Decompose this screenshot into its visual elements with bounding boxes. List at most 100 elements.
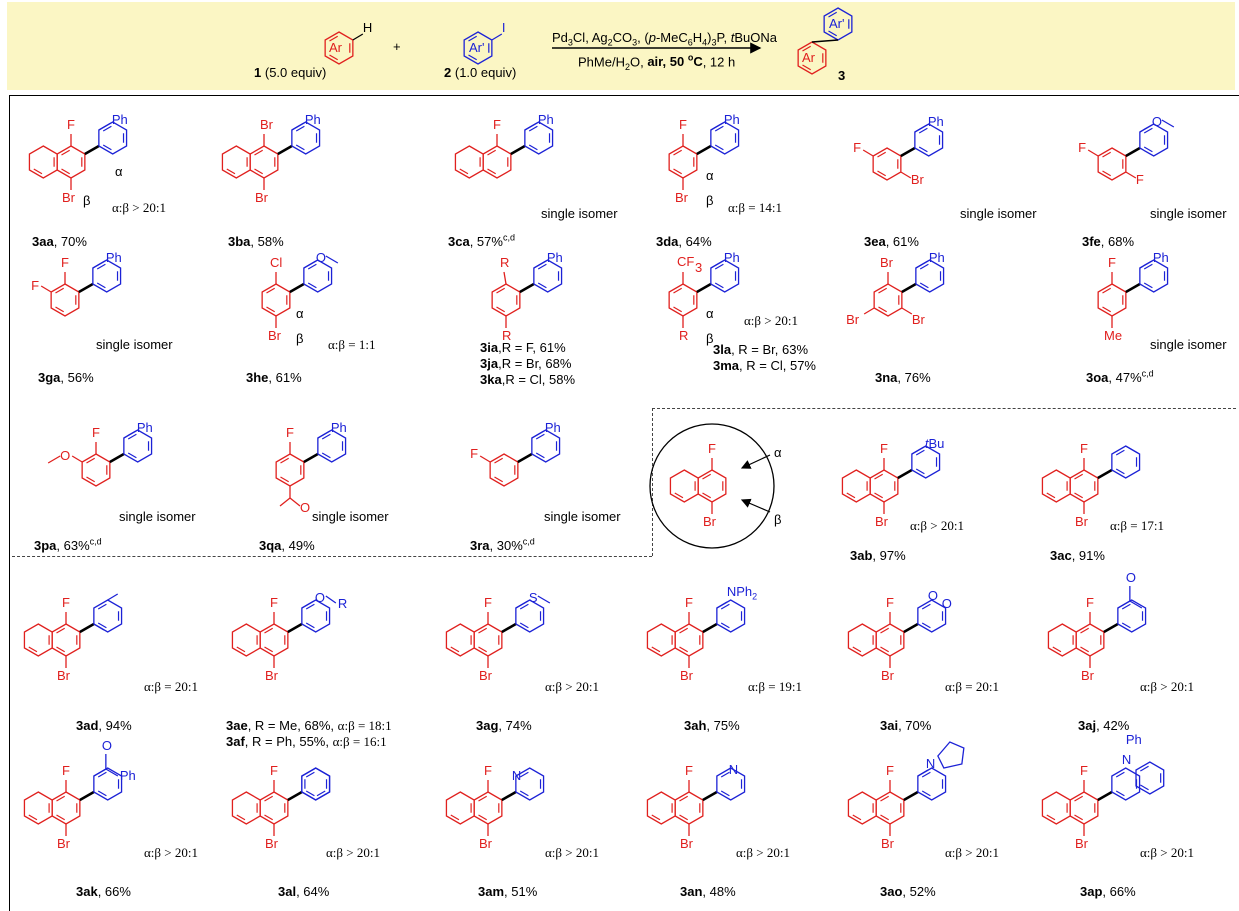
ring [51, 623, 81, 657]
bond [352, 33, 364, 41]
ring [1075, 623, 1105, 657]
label-3ag: 3ag, 74% [476, 718, 532, 733]
ring [93, 767, 123, 801]
bond [915, 260, 929, 269]
bond [56, 646, 66, 653]
substituent: F [1078, 140, 1087, 155]
bond [918, 146, 928, 153]
bond [450, 814, 460, 821]
substituent: F [1135, 172, 1144, 187]
bond [921, 771, 931, 778]
bond [1143, 263, 1153, 270]
ratio-3ac: α:β = 17:1 [1110, 518, 1164, 533]
bond [47, 455, 61, 464]
bond [1097, 468, 1113, 480]
substituent-bottom: Br [265, 836, 278, 851]
ring [911, 445, 941, 479]
bond [97, 603, 107, 610]
bond [802, 64, 812, 71]
note-3oa: single isomer [1150, 337, 1227, 352]
product-label: 3 [838, 68, 846, 83]
bond [710, 260, 724, 269]
bond [321, 433, 331, 440]
ring [301, 767, 331, 801]
bond [92, 260, 106, 269]
beta-label: β [83, 193, 91, 208]
ring [674, 623, 704, 657]
bond [524, 122, 538, 131]
bond [496, 287, 506, 294]
bond [1102, 306, 1112, 313]
bond [102, 144, 112, 151]
bond [28, 646, 38, 653]
substituent-bottom: Br [703, 514, 716, 529]
substituent-top: F [1086, 595, 1094, 610]
bond [264, 646, 274, 653]
ring [1069, 791, 1099, 825]
reaction-header [7, 2, 1235, 90]
bond [901, 282, 917, 294]
ratio-3al: α:β > 20:1 [326, 845, 380, 860]
bond [295, 125, 305, 132]
ring [445, 791, 475, 825]
bond [71, 455, 83, 463]
bond [491, 33, 503, 41]
label-3ja: 3ja,R = Br, 68% [480, 356, 572, 371]
bond [1129, 600, 1143, 609]
substituent-top: F [493, 117, 501, 132]
label-3ao: 3ao, 52% [880, 884, 936, 899]
ring [915, 259, 945, 293]
ring [937, 741, 965, 769]
ring [875, 791, 905, 825]
bond [93, 623, 105, 631]
substituent-bottom: Br [1081, 668, 1094, 683]
ratio-3ag: α:β > 20:1 [545, 679, 599, 694]
bond [679, 814, 689, 821]
label-3ap: 3ap, 66% [1080, 884, 1136, 899]
bond [450, 646, 460, 653]
bond [1102, 151, 1112, 158]
bond [86, 457, 96, 464]
ratio-3ad: α:β = 20:1 [144, 679, 198, 694]
divider-row3-right [652, 408, 1236, 409]
label-3qa: 3qa, 49% [259, 538, 315, 553]
alpha-label: α [706, 306, 714, 321]
oxygen: O [927, 588, 938, 603]
oxygen: O [315, 250, 326, 265]
bond [468, 54, 478, 61]
bond [305, 622, 315, 629]
bond [1140, 765, 1149, 772]
bond [878, 287, 888, 294]
bond [305, 603, 315, 610]
note-3fe: single isomer [1150, 206, 1227, 221]
label-3am: 3am, 51% [478, 884, 538, 899]
bond [501, 622, 517, 634]
substituent-top: F [484, 595, 492, 610]
bond [716, 601, 728, 609]
label-3ab: 3ab, 97% [850, 548, 906, 563]
ring [668, 283, 698, 317]
ring [1135, 761, 1165, 795]
substituent-bottom: Br [62, 190, 75, 205]
substituent-bottom: Br [255, 190, 268, 205]
bond [874, 492, 884, 499]
oxygen: O [1151, 114, 1162, 129]
ring [1041, 469, 1071, 503]
bond [877, 170, 887, 177]
bond [528, 125, 538, 132]
bond [501, 790, 517, 802]
substituent: F [853, 140, 862, 155]
bond [1115, 790, 1125, 797]
ring [221, 145, 251, 179]
substituent-bottom: Br [1075, 836, 1088, 851]
ring [841, 469, 871, 503]
bond [33, 168, 43, 175]
bond [811, 39, 839, 43]
substituent: F [31, 278, 40, 293]
bond [802, 45, 812, 52]
substituent-top: F [67, 117, 75, 132]
bond [459, 168, 469, 175]
oxygen: O [60, 448, 71, 463]
bond [1143, 127, 1153, 134]
alpha-label: α [296, 306, 304, 321]
